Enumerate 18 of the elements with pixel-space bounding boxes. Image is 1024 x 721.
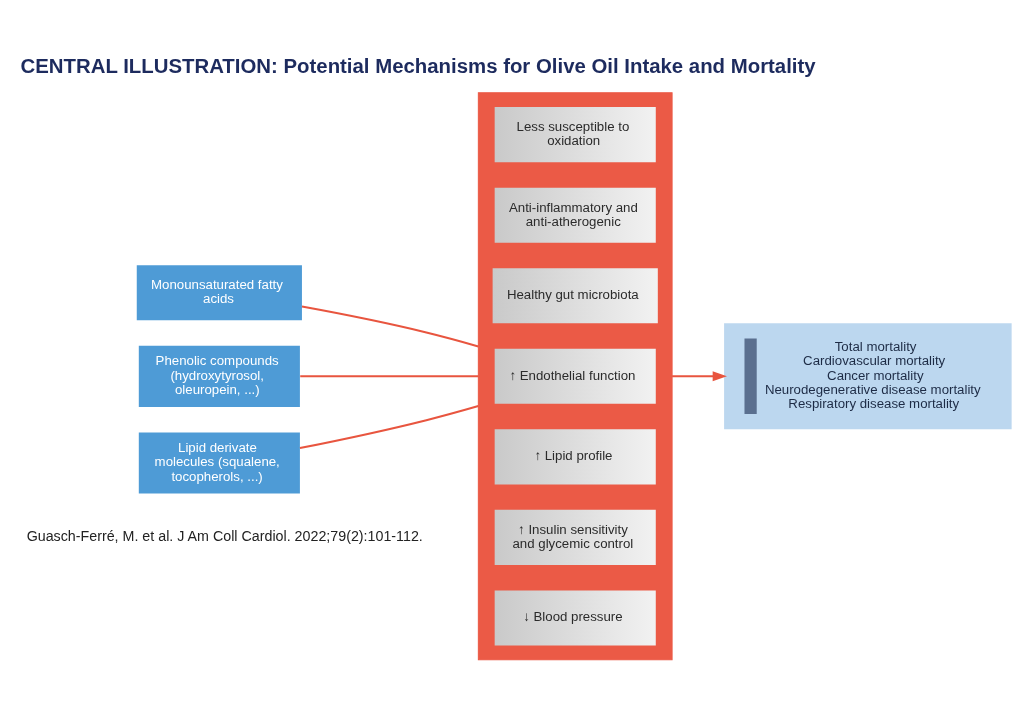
node-box: ↑ Insulin sensitivity and glycemic control [494, 509, 656, 565]
connector [300, 374, 479, 377]
node-box: Anti-inflammatory and anti-atherogenic [494, 187, 656, 243]
diagram-title: CENTRAL ILLUSTRATION: Potential Mechanisms for Olive Oil Intake and Mortality [20, 54, 816, 77]
node-box: Lipid derivate molecules (squalene, tocopherols, ...) [138, 431, 300, 494]
node-box: Total mortality Cardiovascular mortality Cancer mortality Neurodegenerative disease mortality Respiratory disease mortality [724, 322, 1012, 429]
node-box: Monounsaturated fatty acids [136, 264, 302, 320]
node-box: ↑ Endothelial function [494, 348, 656, 404]
node-box: ↑ Lipid profile [494, 428, 656, 484]
caption: Guasch-Ferré, M. et al. J Am Coll Cardiol. 2022;79(2):101-112. [26, 527, 423, 544]
node-box: Healthy gut microbiota [492, 267, 658, 323]
connector [299, 404, 479, 449]
node-box: Less susceptible to oxidation [494, 106, 656, 162]
arrow [672, 370, 727, 381]
connector [301, 305, 479, 347]
node-box: Phenolic compounds (hydroxytyrosol, oleuropein, ...) [138, 345, 300, 407]
cluster [477, 91, 673, 660]
node-box: ↓ Blood pressure [494, 589, 656, 645]
